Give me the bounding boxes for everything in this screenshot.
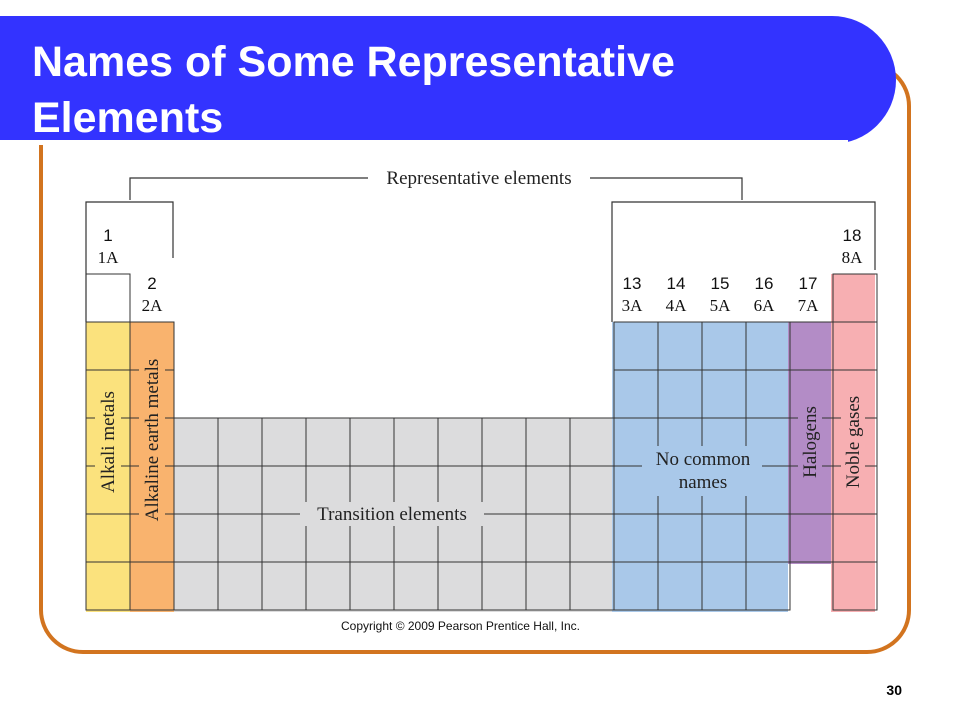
no-common-label-gap <box>642 446 762 496</box>
title-underline <box>0 140 848 145</box>
copyright-notice: Copyright © 2009 Pearson Prentice Hall, … <box>341 619 580 633</box>
title-banner: Names of Some Representative Elements <box>0 16 896 145</box>
group-13-number: 13 <box>623 274 642 293</box>
alkaline-label-gap <box>139 344 165 536</box>
alkaline-earth-metals-label: Alkaline earth metals <box>142 359 163 522</box>
group-15-number: 15 <box>711 274 730 293</box>
alkali-label-gap <box>95 380 121 504</box>
slide-title: Names of Some Representative Elements <box>32 38 675 142</box>
group-18-label: 8A <box>842 248 864 267</box>
halogens-label: Halogens <box>800 406 821 478</box>
element-cell <box>745 561 791 611</box>
element-cell <box>832 561 878 611</box>
group-2-number: 2 <box>147 274 156 293</box>
representative-elements-label: Representative elements <box>386 168 571 189</box>
no-common-names-label-line1: No common <box>656 449 751 470</box>
element-grid <box>85 273 878 611</box>
group-16-label: 6A <box>754 296 776 315</box>
group-14-number: 14 <box>667 274 686 293</box>
group-14-label: 4A <box>666 296 688 315</box>
transition-elements-label: Transition elements <box>317 504 467 525</box>
group-16-number: 16 <box>755 274 774 293</box>
transition-label-gap <box>300 502 484 526</box>
page-number: 30 <box>886 682 902 698</box>
noble-label-gap <box>841 386 865 498</box>
group-17-label: 7A <box>798 296 820 315</box>
noble-gases-label: Noble gases <box>843 396 864 488</box>
group-2-label: 2A <box>142 296 164 315</box>
group-18-number: 18 <box>843 226 862 245</box>
group-13-label: 3A <box>622 296 644 315</box>
no-common-names-label-line2: names <box>679 472 728 493</box>
group-1-number: 1 <box>103 226 112 245</box>
group-1-label: 1A <box>98 248 120 267</box>
alkali-metals-label: Alkali metals <box>98 391 119 493</box>
halogen-label-gap <box>798 398 822 486</box>
representative-brace <box>85 177 876 322</box>
element-cell <box>85 273 131 323</box>
group-17-number: 17 <box>799 274 818 293</box>
group-15-label: 5A <box>710 296 732 315</box>
